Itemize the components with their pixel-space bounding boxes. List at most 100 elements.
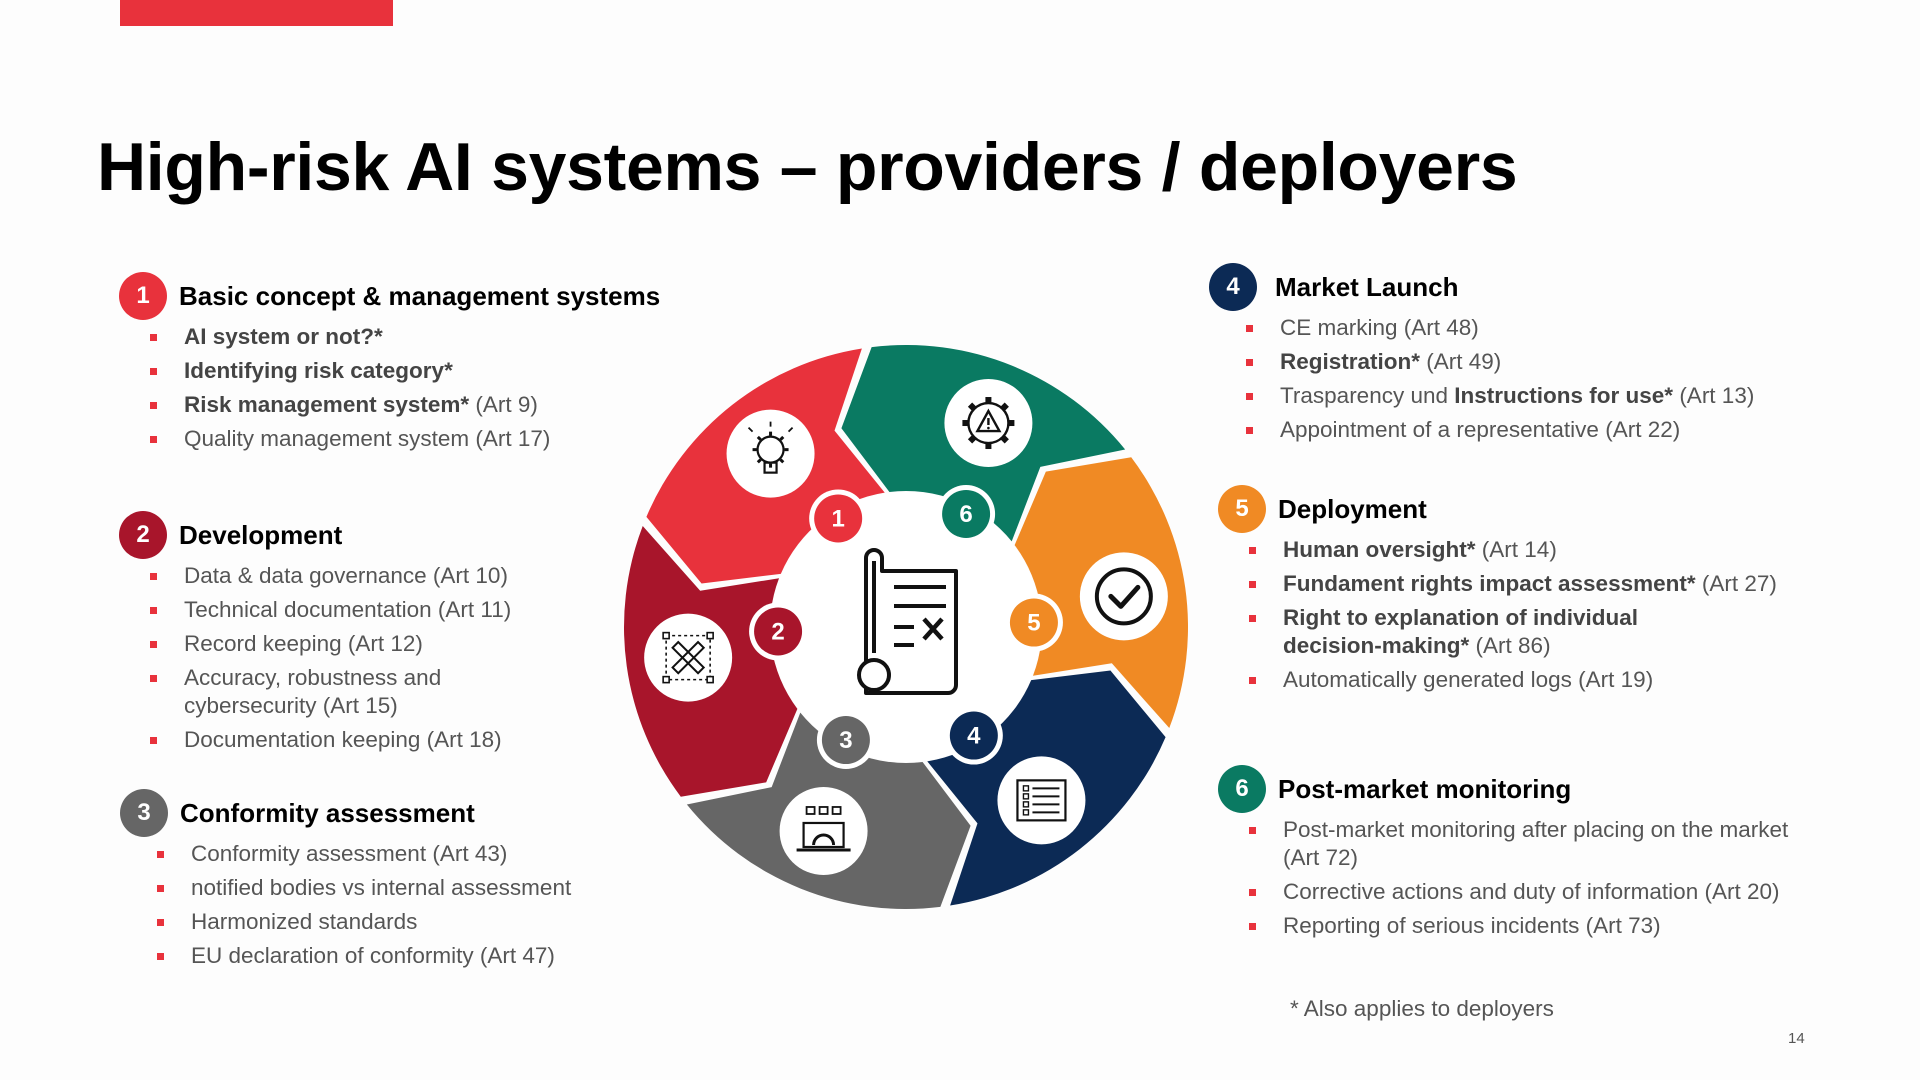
list-item: Record keeping (Art 12) <box>147 630 511 658</box>
section-header: 6 Post-market monitoring <box>1218 764 1788 814</box>
item-text: Reporting of serious incidents (Art 73) <box>1283 913 1661 938</box>
step-number-badge: 3 <box>120 789 168 837</box>
wheel-step-badge: 2 <box>749 602 808 661</box>
section-items: AI system or not?* Identifying risk categ… <box>147 323 660 453</box>
step-number-badge: 6 <box>1218 765 1266 813</box>
wheel-step-badge: 6 <box>937 484 996 543</box>
bullet-square-icon <box>157 953 164 960</box>
page-number: 14 <box>1788 1030 1805 1047</box>
bullet-square-icon <box>1249 677 1256 684</box>
laptop-gear-icon <box>779 786 868 875</box>
item-text: Technical documentation (Art 11) <box>184 597 512 622</box>
section-title: Post-market monitoring <box>1278 773 1572 804</box>
section-header: 4 Market Launch <box>1209 262 1754 312</box>
list-item: Harmonized standards <box>154 908 571 936</box>
list-item: notified bodies vs internal assessment <box>154 874 571 902</box>
wheel-step-badge: 4 <box>944 706 1003 765</box>
bullet-square-icon <box>1249 923 1256 930</box>
item-text: (Art 13) <box>1673 383 1755 408</box>
item-text: (Art 14) <box>1475 537 1557 562</box>
list-item: EU declaration of conformity (Art 47) <box>154 942 571 970</box>
step-number-badge: 2 <box>119 511 167 559</box>
wheel-step-badge: 5 <box>1004 593 1063 652</box>
item-text-bold: Right to explanation of individual decis… <box>1283 605 1638 658</box>
step-number-badge: 1 <box>119 272 167 320</box>
bullet-square-icon <box>150 334 157 341</box>
list-item: Documentation keeping (Art 18) <box>147 726 511 754</box>
item-text-bold: AI system or not?* <box>184 324 383 349</box>
item-text: Accuracy, robustness and cybersecurity (… <box>184 665 442 718</box>
list-item: Corrective actions and duty of informati… <box>1246 878 1788 906</box>
item-text: Record keeping (Art 12) <box>184 631 423 656</box>
list-item: Human oversight* (Art 14) <box>1246 536 1777 564</box>
section-title: Market Launch <box>1275 271 1459 302</box>
bullet-square-icon <box>157 919 164 926</box>
wheel-step-number: 2 <box>771 618 784 645</box>
list-item: Registration* (Art 49) <box>1243 348 1754 376</box>
bullet-square-icon <box>157 885 164 892</box>
item-text-bold: Human oversight* <box>1283 537 1476 562</box>
wheel-step-number: 3 <box>839 727 852 754</box>
wheel-step-number: 1 <box>831 505 844 532</box>
item-text: (Art 86) <box>1469 633 1551 658</box>
section-items: Human oversight* (Art 14) Fundament right… <box>1246 536 1777 694</box>
section-items: Post-market monitoring after placing on … <box>1246 816 1788 940</box>
item-text-bold: Identifying risk category* <box>184 358 453 383</box>
lightbulb-gear-icon <box>726 409 815 498</box>
list-item: Identifying risk category* <box>147 357 660 385</box>
item-text: EU declaration of conformity (Art 47) <box>191 943 555 968</box>
list-item: Accuracy, robustness and cybersecurity (… <box>147 664 511 720</box>
list-item: Right to explanation of individual decis… <box>1246 604 1777 660</box>
list-item: Automatically generated logs (Art 19) <box>1246 666 1777 694</box>
footnote: * Also applies to deployers <box>1290 996 1554 1021</box>
bullet-square-icon <box>150 641 157 648</box>
item-text: Quality management system (Art 17) <box>184 426 551 451</box>
list-item: Post-market monitoring after placing on … <box>1246 816 1788 872</box>
item-text: Documentation keeping (Art 18) <box>184 727 502 752</box>
wheel-step-number: 4 <box>967 723 981 750</box>
bullet-square-icon <box>157 851 164 858</box>
bullet-square-icon <box>1246 359 1253 366</box>
section-1: 1 Basic concept & management systems AI sy… <box>119 271 660 459</box>
bullet-square-icon <box>1246 393 1253 400</box>
item-text-bold: Registration* <box>1280 349 1421 374</box>
item-text-bold: Instructions for use* <box>1454 383 1674 408</box>
list-item: Fundament rights impact assessment* (Art… <box>1246 570 1777 598</box>
bullet-square-icon <box>150 607 157 614</box>
item-text: Conformity assessment (Art 43) <box>191 841 508 866</box>
page-title: High-risk AI systems – providers / deplo… <box>97 129 1518 205</box>
bullet-square-icon <box>1249 827 1256 834</box>
section-title: Development <box>179 519 343 550</box>
step-number-badge: 4 <box>1209 263 1257 311</box>
section-title: Basic concept & management systems <box>179 280 661 311</box>
bullet-square-icon <box>150 675 157 682</box>
list-item: Appointment of a representative (Art 22) <box>1243 416 1754 444</box>
wheel-step-badge: 3 <box>816 711 875 770</box>
bullet-square-icon <box>150 737 157 744</box>
item-text: (Art 9) <box>469 392 538 417</box>
item-text: (Art 49) <box>1420 349 1502 374</box>
bullet-square-icon <box>150 368 157 375</box>
gear-warning-icon <box>944 379 1033 468</box>
section-header: 1 Basic concept & management systems <box>119 271 660 321</box>
checklist-icon <box>997 756 1086 845</box>
item-text: Corrective actions and duty of informati… <box>1283 879 1780 904</box>
list-item: Conformity assessment (Art 43) <box>154 840 571 868</box>
list-item: Technical documentation (Art 11) <box>147 596 511 624</box>
section-items: Data & data governance (Art 10)Technical… <box>147 562 511 754</box>
item-text-bold: Fundament rights impact assessment* <box>1283 571 1696 596</box>
item-text: (Art 27) <box>1695 571 1777 596</box>
bullet-square-icon <box>1249 581 1256 588</box>
item-text: Harmonized standards <box>191 909 418 934</box>
item-text: notified bodies vs internal assessment <box>191 875 572 900</box>
list-item: Trasparency und Instructions for use* (A… <box>1243 382 1754 410</box>
section-title: Deployment <box>1278 493 1427 524</box>
section-header: 2 Development <box>119 510 511 560</box>
item-text: Automatically generated logs (Art 19) <box>1283 667 1654 692</box>
